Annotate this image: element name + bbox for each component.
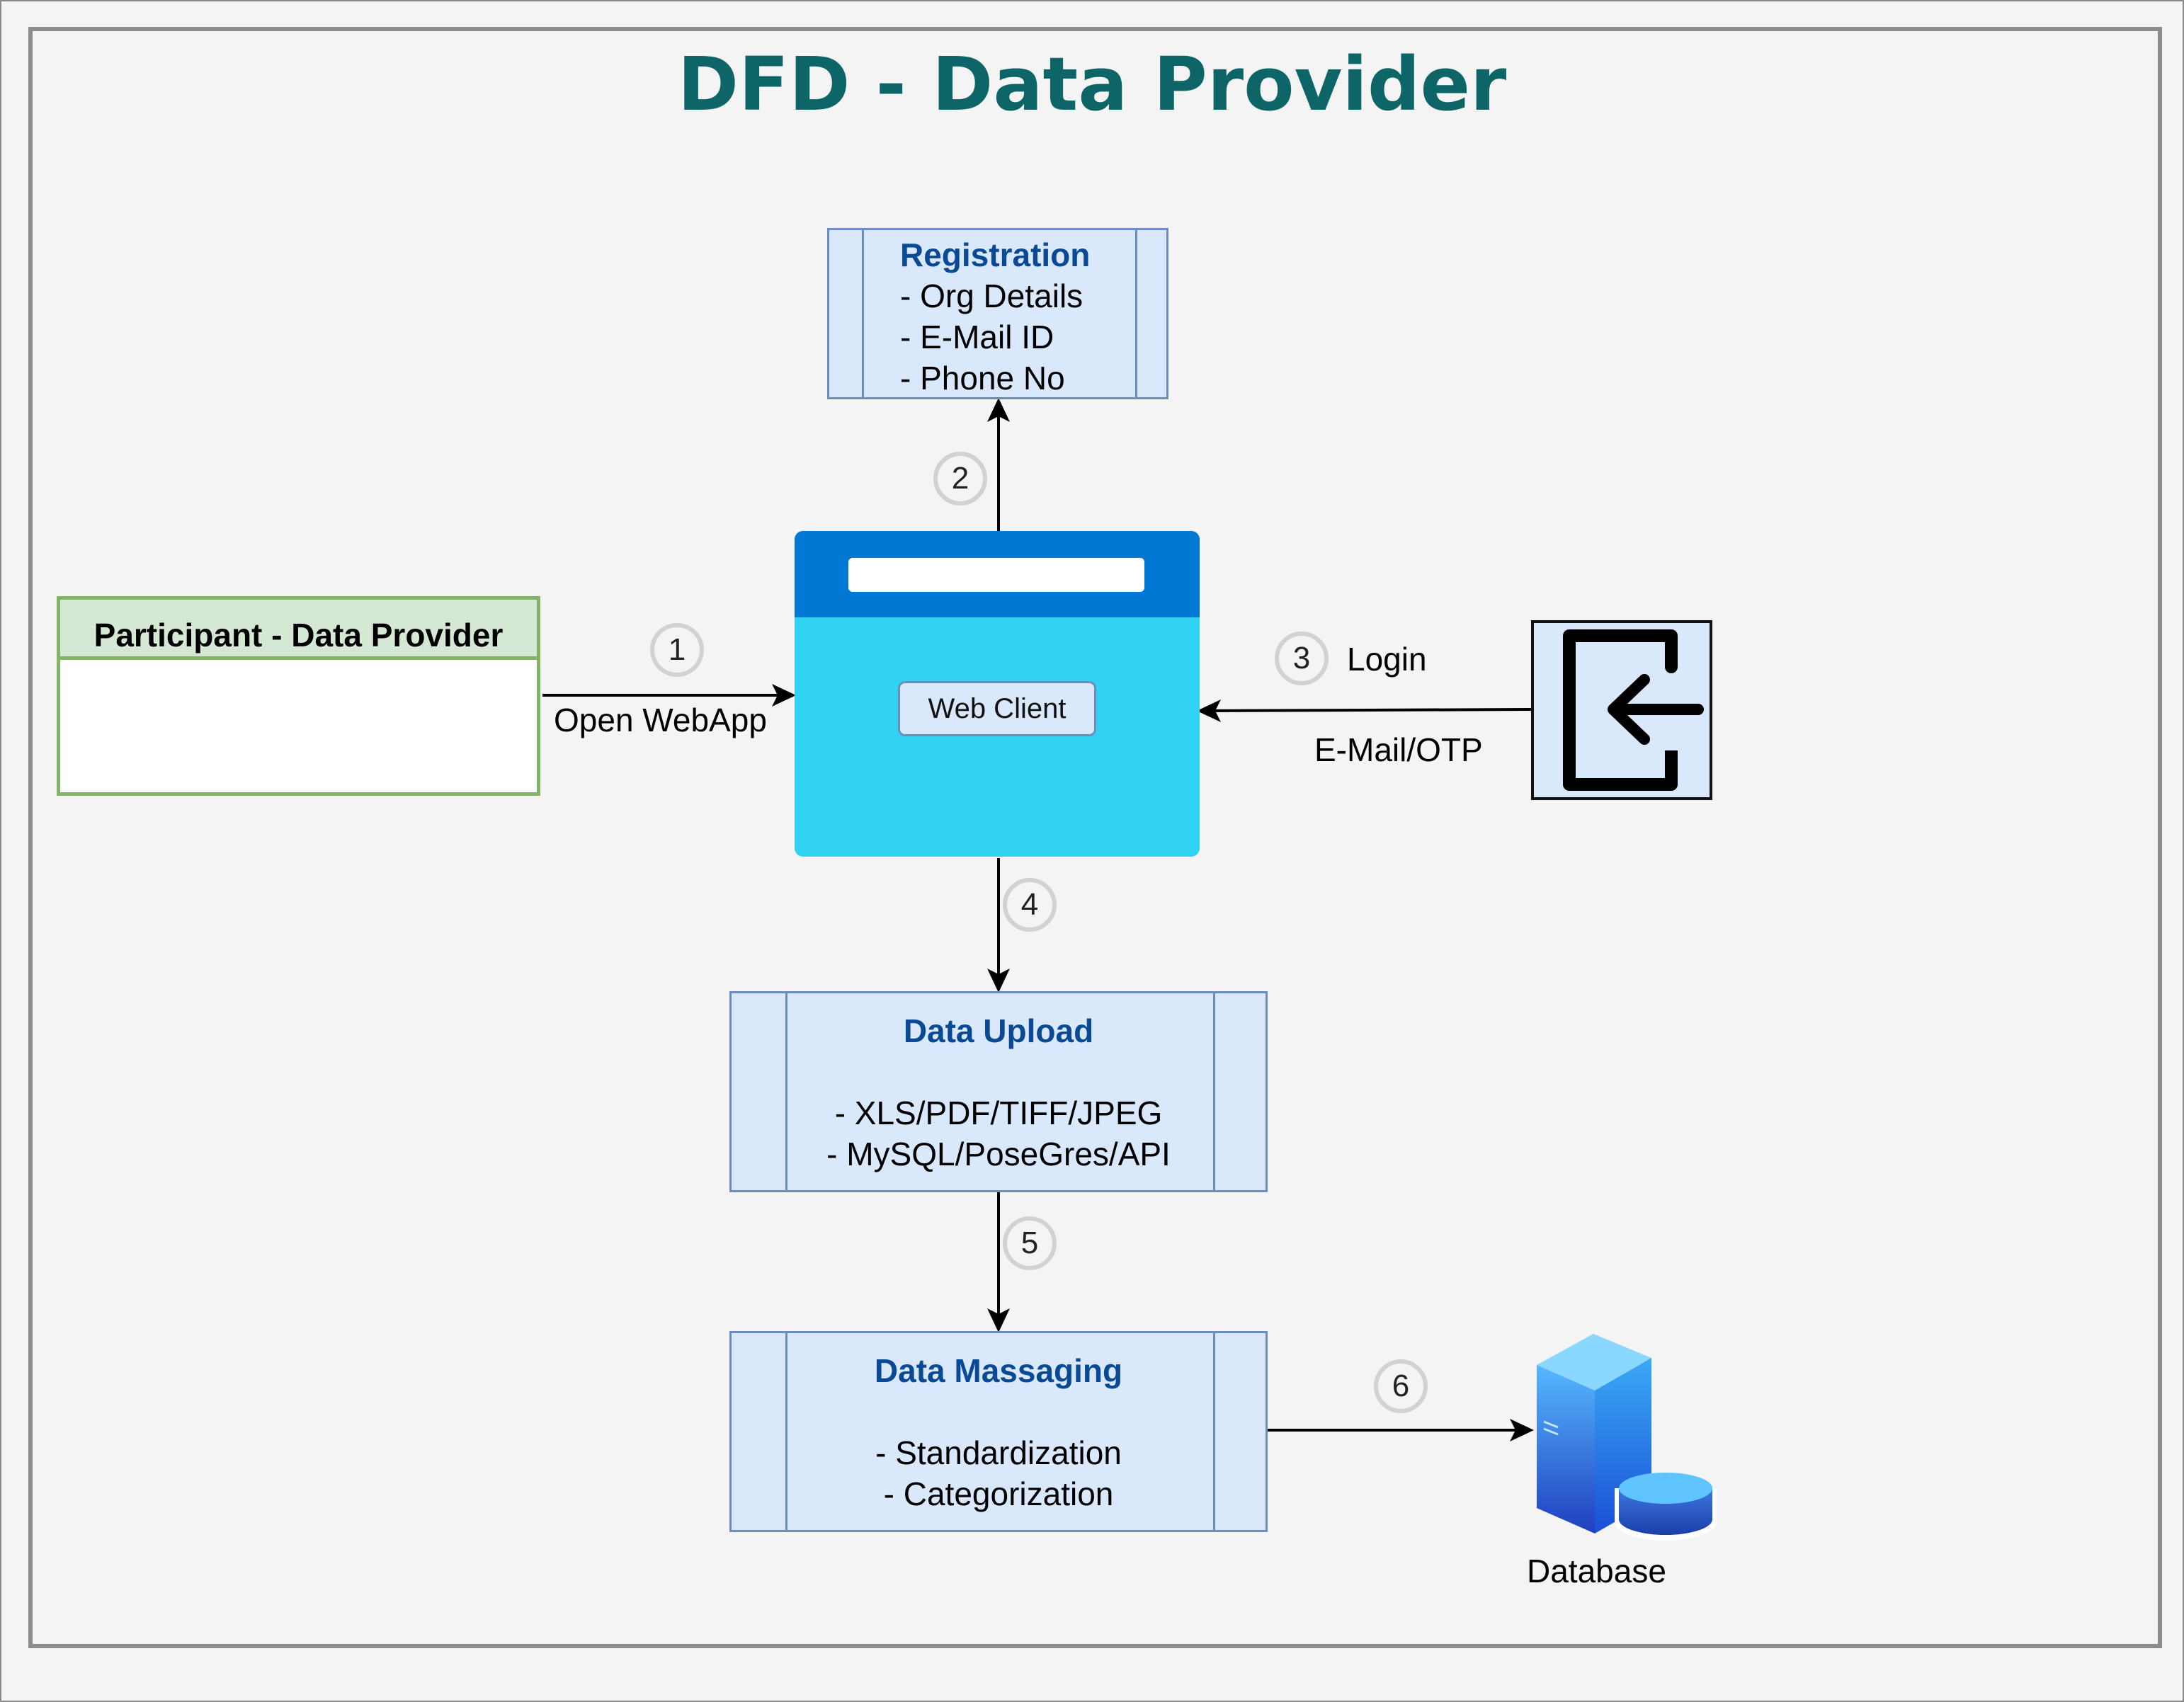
registration-line: - Phone No — [900, 360, 1065, 396]
data-upload-title: Data Upload — [903, 1012, 1094, 1049]
registration-process: Registration - Org Details - E-Mail ID -… — [827, 228, 1168, 399]
data-upload-line: - XLS/PDF/TIFF/JPEG — [834, 1095, 1163, 1131]
login-enter-icon — [1563, 629, 1704, 791]
participant-header: Participant - Data Provider — [60, 600, 537, 660]
step-marker: 6 — [1374, 1359, 1428, 1413]
registration-line: - E-Mail ID — [900, 319, 1054, 355]
diagram-title: DFD - Data Provider — [677, 41, 1507, 127]
arrowhead-participant-to-webclient — [772, 684, 796, 707]
database-server-icon — [1537, 1334, 1717, 1541]
login-icon — [1531, 620, 1712, 800]
email-otp-label: E-Mail/OTP — [1314, 731, 1483, 768]
data-massaging-line: - Categorization — [883, 1475, 1114, 1512]
arrowhead-to-webclient-from-login — [1197, 699, 1221, 722]
step-marker: 2 — [933, 452, 987, 506]
web-client-label: Web Client — [898, 681, 1096, 736]
web-client-address-bar — [848, 558, 1144, 592]
login-label: Login — [1347, 641, 1427, 678]
step-marker: 3 — [1275, 632, 1329, 685]
step-marker: 5 — [1003, 1216, 1057, 1270]
database-label: Database — [1527, 1553, 1666, 1589]
open-webapp-label: Open WebApp — [554, 702, 767, 738]
edge-login-to-webclient — [1205, 708, 1532, 712]
arrowhead-to-massaging — [987, 1308, 1010, 1332]
data-massaging-process: Data Massaging - Standardization - Categ… — [729, 1331, 1268, 1532]
registration-title: Registration — [900, 236, 1091, 273]
step-marker: 4 — [1003, 878, 1057, 932]
web-client-window: Web Client — [795, 531, 1200, 857]
arrowhead-to-registration — [987, 398, 1010, 422]
data-massaging-title: Data Massaging — [874, 1352, 1123, 1389]
registration-line: - Org Details — [900, 278, 1084, 314]
participant-entity: Participant - Data Provider — [57, 596, 540, 796]
step-marker: 1 — [650, 623, 704, 677]
data-massaging-line: - Standardization — [875, 1434, 1122, 1471]
arrowhead-to-database — [1510, 1419, 1534, 1441]
data-upload-line: - MySQL/PoseGres/API — [826, 1136, 1171, 1172]
data-upload-process: Data Upload - XLS/PDF/TIFF/JPEG - MySQL/… — [729, 991, 1268, 1192]
arrowhead-to-upload — [987, 969, 1010, 993]
